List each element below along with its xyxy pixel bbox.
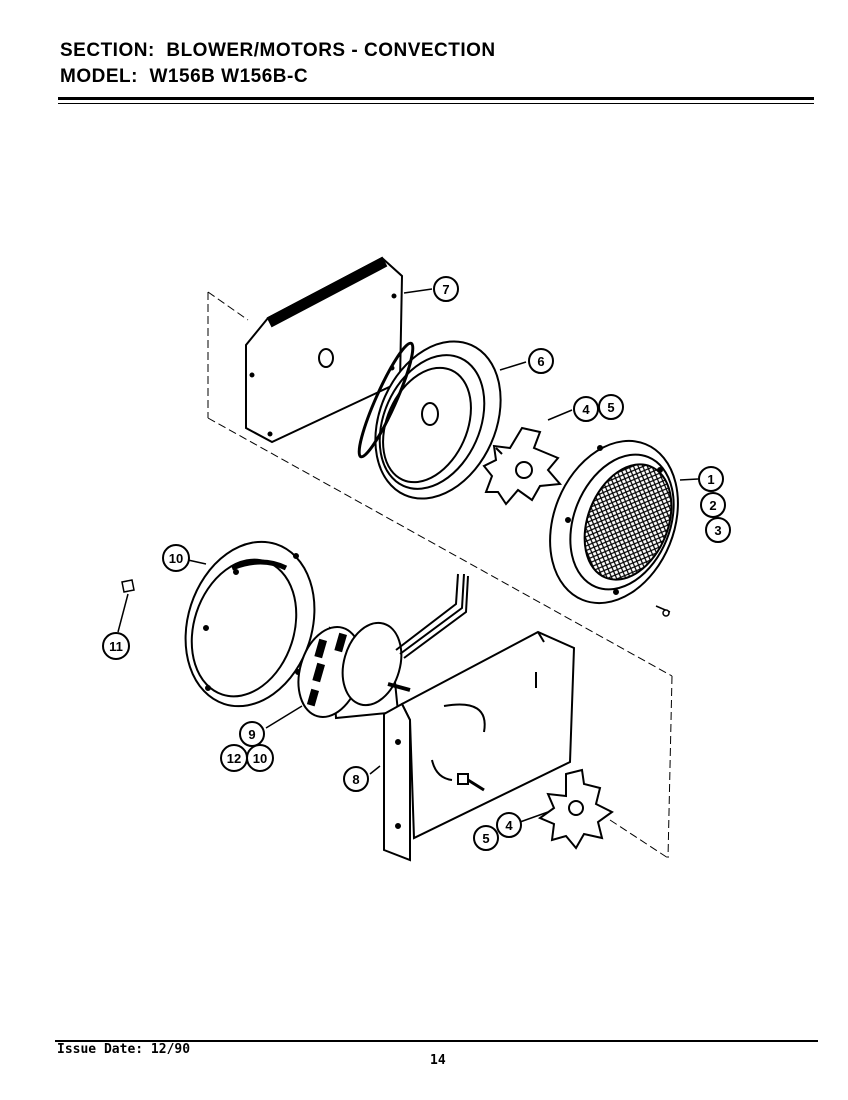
callout-12-label: 12 xyxy=(227,751,241,766)
fan-blade-lower-part-4 xyxy=(537,768,614,850)
issue-date: Issue Date: 12/90 xyxy=(57,1042,191,1057)
grille-screw xyxy=(655,605,671,617)
callout-3-label: 3 xyxy=(714,523,721,538)
mounting-bracket-part-8 xyxy=(383,630,576,862)
callout-11-label: 11 xyxy=(109,639,123,654)
callout-4-bottom: 4 xyxy=(496,812,522,838)
callout-4-top-label: 4 xyxy=(582,402,590,417)
callout-4-top: 4 xyxy=(573,396,599,422)
callout-9-label: 9 xyxy=(248,727,255,742)
bolt xyxy=(457,773,485,792)
callout-5-bottom-label: 5 xyxy=(482,831,489,846)
clip-part-11 xyxy=(121,579,135,593)
footer-rule xyxy=(55,1040,818,1042)
header-rule-thick xyxy=(58,97,814,100)
callout-3: 3 xyxy=(705,517,731,543)
model-heading: MODEL: W156B W156B-C xyxy=(60,66,308,88)
fan-blade-upper-part-4 xyxy=(482,426,563,506)
callout-5-bottom: 5 xyxy=(473,825,499,851)
motor-part-9 xyxy=(297,573,469,720)
callout-7-label: 7 xyxy=(442,282,449,297)
callout-10-bottom: 10 xyxy=(246,744,274,772)
callout-5-top: 5 xyxy=(598,394,624,420)
callout-7: 7 xyxy=(433,276,459,302)
motor-shroud-part-10 xyxy=(184,540,316,708)
callout-5-top-label: 5 xyxy=(607,400,614,415)
callout-10-top: 10 xyxy=(162,544,190,572)
blower-housing-part-6 xyxy=(357,340,502,500)
callout-2: 2 xyxy=(700,492,726,518)
section-heading: SECTION: BLOWER/MOTORS - CONVECTION xyxy=(60,40,496,62)
callout-10-bottom-label: 10 xyxy=(253,751,267,766)
callout-12: 12 xyxy=(220,744,248,772)
page-number: 14 xyxy=(430,1053,446,1068)
callout-4-bottom-label: 4 xyxy=(505,818,513,833)
callout-10-top-label: 10 xyxy=(169,551,183,566)
callout-1-label: 1 xyxy=(707,472,714,487)
callout-9: 9 xyxy=(239,721,265,747)
leader-lines xyxy=(117,288,699,823)
model-label: MODEL: xyxy=(60,66,138,87)
header-rule-thin xyxy=(58,103,814,104)
callout-11: 11 xyxy=(102,632,130,660)
grille-part-1 xyxy=(549,439,679,605)
top-plate-part-7 xyxy=(245,256,404,444)
callout-8-label: 8 xyxy=(352,772,359,787)
callout-1: 1 xyxy=(698,466,724,492)
callout-8: 8 xyxy=(343,766,369,792)
callout-6: 6 xyxy=(528,348,554,374)
callout-6-label: 6 xyxy=(537,354,544,369)
model-value: W156B W156B-C xyxy=(149,66,309,87)
callout-2-label: 2 xyxy=(709,498,716,513)
section-label: SECTION: xyxy=(60,40,155,61)
section-value: BLOWER/MOTORS - CONVECTION xyxy=(166,40,496,61)
assembly-guide-lines xyxy=(207,291,673,859)
